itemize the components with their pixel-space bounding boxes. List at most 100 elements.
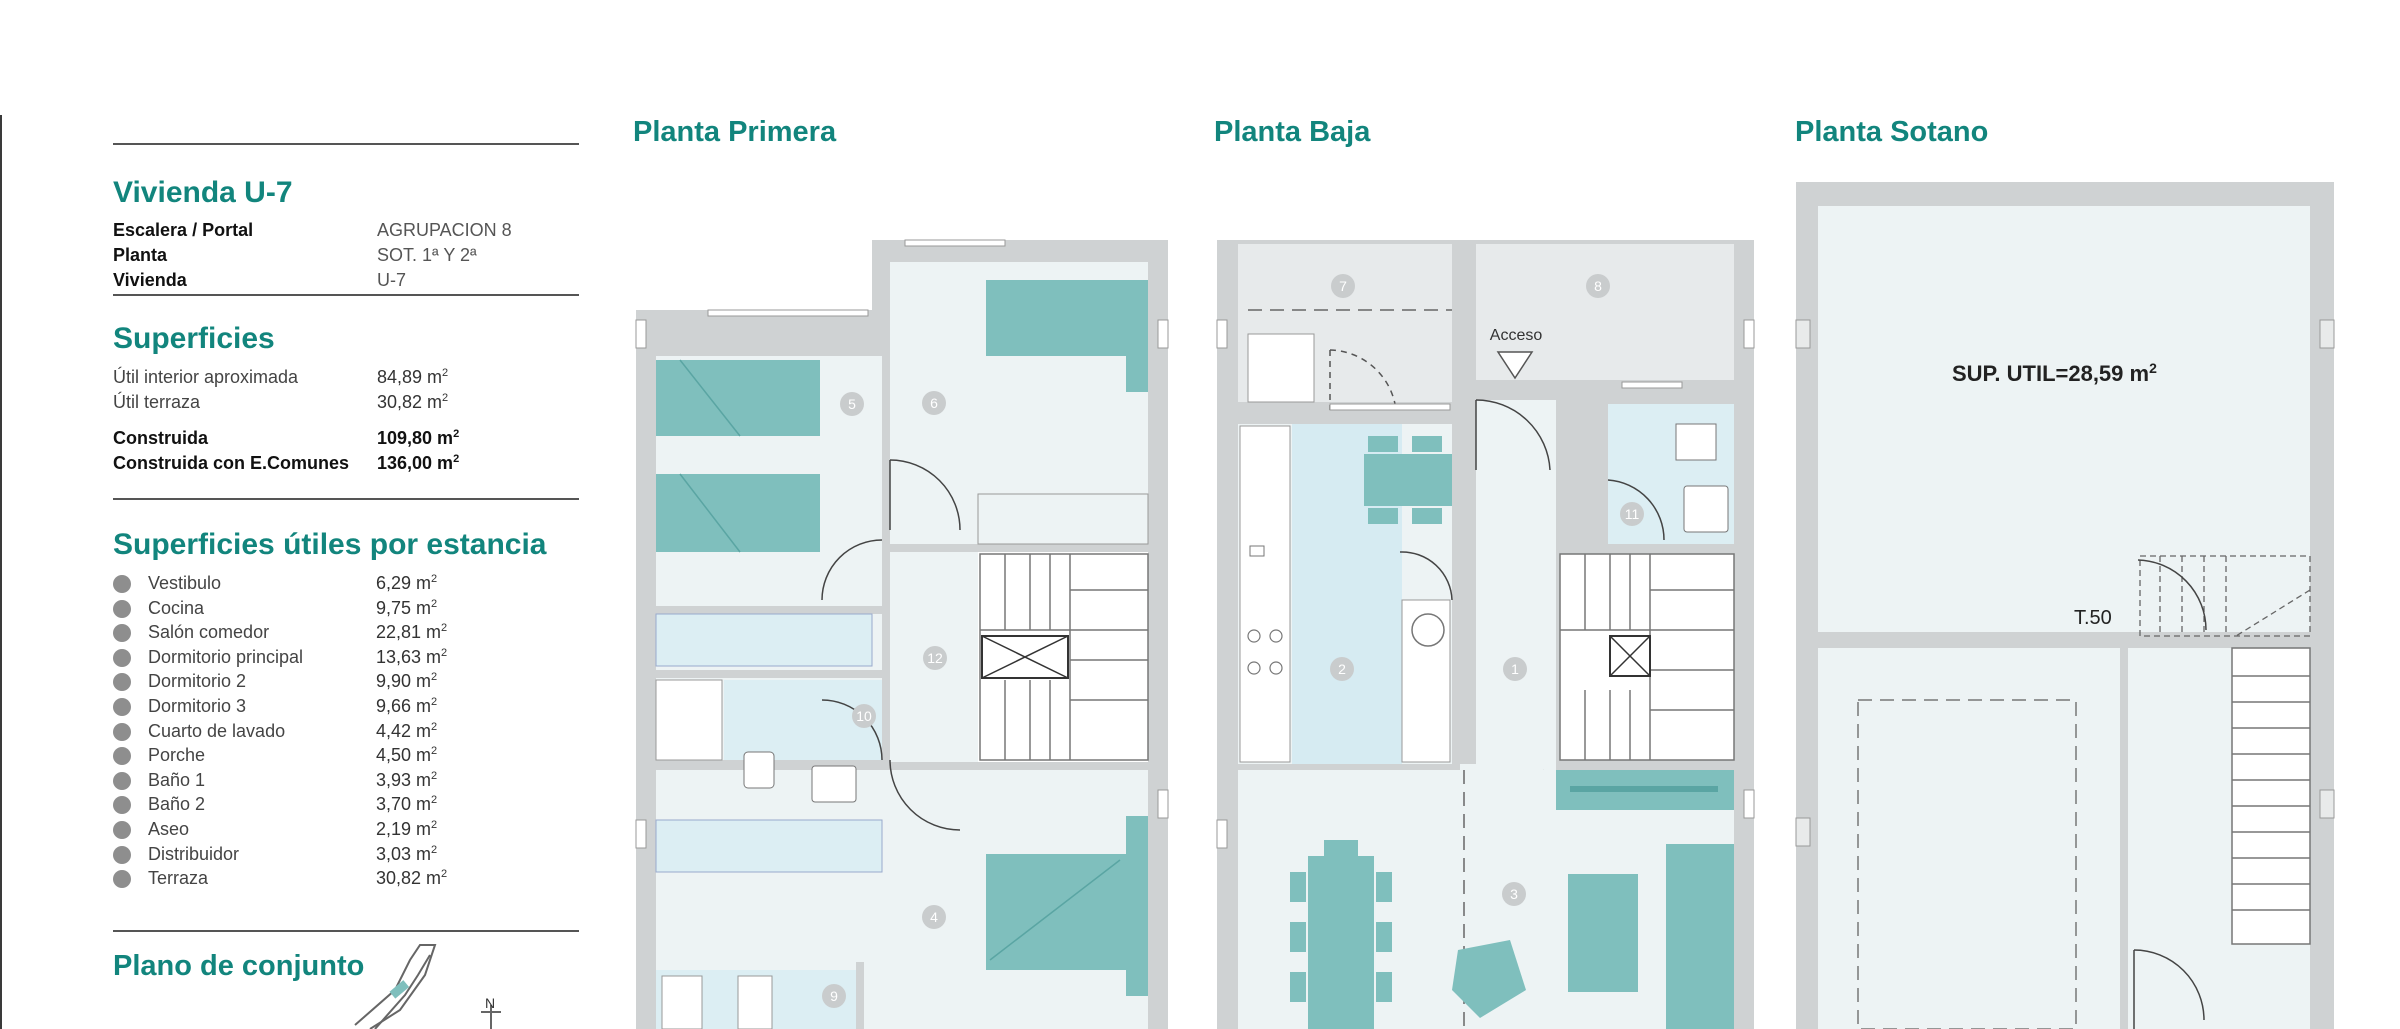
room-name: Porche bbox=[148, 745, 206, 766]
room-name: Dormitorio 2 bbox=[148, 671, 247, 692]
room-row: Vestibulo 6,29 m2 bbox=[113, 573, 579, 597]
top-divider bbox=[113, 143, 579, 145]
room-number-dot bbox=[113, 624, 131, 643]
room-area: 30,82 m2 bbox=[376, 868, 448, 889]
spec-value: U-7 bbox=[377, 270, 407, 290]
plan-title-sotano: Planta Sotano bbox=[1795, 116, 1989, 148]
room-name: Aseo bbox=[148, 819, 190, 839]
plan-primera bbox=[635, 239, 1169, 1029]
site-plan-thumbnail bbox=[354, 944, 501, 1029]
surface-label: Construida bbox=[113, 428, 209, 448]
spec-label: Planta bbox=[113, 245, 168, 265]
north-label: N bbox=[485, 995, 495, 1011]
plan-baja bbox=[1216, 240, 1755, 1029]
room-row: Baño 1 3,93 m2 bbox=[113, 770, 579, 794]
room-number-dot bbox=[113, 845, 131, 864]
room-number-dot bbox=[113, 648, 131, 667]
room-number-dot bbox=[113, 673, 131, 692]
room-area: 9,90 m2 bbox=[376, 671, 438, 692]
room-name: Cuarto de lavado bbox=[148, 720, 286, 741]
room-name: Cocina bbox=[148, 597, 205, 618]
surface-row: Construida con E.Comunes 136,00 m2 bbox=[113, 453, 579, 477]
room-number-dot bbox=[113, 771, 131, 790]
spec-value: SOT. 1ª Y 2ª bbox=[377, 245, 477, 265]
room-name: Distribuidor bbox=[148, 843, 240, 864]
spec-label: Vivienda bbox=[113, 270, 187, 290]
rooms-divider bbox=[113, 930, 579, 932]
spec-value: AGRUPACION 8 bbox=[377, 220, 512, 240]
room-name: Baño 2 bbox=[148, 794, 206, 815]
surface-row: Útil terraza 30,82 m2 bbox=[113, 392, 579, 416]
room-number-dot bbox=[113, 599, 131, 618]
room-area: 9,66 m2 bbox=[376, 696, 438, 716]
room-number-dot bbox=[113, 796, 131, 815]
room-row: Terraza 30,82 m2 bbox=[113, 868, 579, 892]
room-area: 22,81 m2 bbox=[376, 622, 448, 643]
room-number-dot bbox=[113, 870, 131, 889]
access-label: Acceso bbox=[1490, 327, 1543, 344]
surfaces-divider bbox=[113, 498, 579, 500]
room-number-7: 7 bbox=[1339, 278, 1347, 294]
sotano-area-label: SUP. UTIL=28,59 m2 bbox=[1952, 360, 2157, 386]
room-area: 3,93 m2 bbox=[376, 769, 438, 790]
room-number-dot bbox=[113, 747, 131, 766]
room-area: 3,03 m2 bbox=[376, 843, 438, 864]
surface-value: 109,80 m2 bbox=[377, 428, 460, 448]
conjunto-title: Plano de conjunto bbox=[113, 950, 365, 982]
room-number-5: 5 bbox=[848, 396, 856, 412]
room-number-8: 8 bbox=[1594, 278, 1602, 294]
room-area: 2,19 m2 bbox=[376, 819, 438, 839]
spec-row-planta: Planta SOT. 1ª Y 2ª bbox=[113, 245, 579, 269]
room-name: Baño 1 bbox=[148, 769, 206, 790]
page-edge-line bbox=[0, 115, 2, 1029]
room-row: Salón comedor 22,81 m2 bbox=[113, 622, 579, 646]
spec-label: Escalera / Portal bbox=[113, 220, 254, 240]
room-name: Terraza bbox=[148, 868, 209, 889]
room-number-4: 4 bbox=[930, 909, 938, 925]
plan-title-baja: Planta Baja bbox=[1214, 116, 1371, 148]
room-number-dot bbox=[113, 575, 131, 593]
surface-value: 30,82 m2 bbox=[377, 392, 449, 412]
unit-title: Vivienda U-7 bbox=[113, 176, 293, 209]
room-area: 3,70 m2 bbox=[376, 794, 438, 815]
room-row: Dormitorio 2 9,90 m2 bbox=[113, 671, 579, 695]
surface-label: Útil interior aproximada bbox=[113, 367, 299, 387]
room-row: Porche 4,50 m2 bbox=[113, 745, 579, 769]
room-number-11: 11 bbox=[1625, 506, 1640, 522]
room-row: Distribuidor 3,03 m2 bbox=[113, 844, 579, 868]
surfaces-title: Superficies bbox=[113, 322, 275, 355]
plan-sotano bbox=[1795, 182, 2335, 1029]
room-number-12: 12 bbox=[927, 650, 943, 666]
room-number-3: 3 bbox=[1510, 886, 1518, 902]
room-row: Dormitorio principal 13,63 m2 bbox=[113, 647, 579, 671]
spec-row-escalera: Escalera / Portal AGRUPACION 8 bbox=[113, 220, 579, 244]
room-number-1: 1 bbox=[1511, 661, 1519, 677]
spec-row-vivienda: Vivienda U-7 bbox=[113, 270, 579, 294]
room-name: Salón comedor bbox=[148, 622, 270, 643]
room-area: 4,42 m2 bbox=[376, 720, 438, 741]
surface-value: 84,89 m2 bbox=[377, 367, 449, 387]
room-name: Dormitorio principal bbox=[148, 646, 304, 667]
room-area: 13,63 m2 bbox=[376, 646, 448, 667]
surface-label: Construida con E.Comunes bbox=[113, 453, 350, 473]
room-number-dot bbox=[113, 722, 131, 741]
room-row: Cocina 9,75 m2 bbox=[113, 598, 579, 622]
room-area: 4,50 m2 bbox=[376, 745, 438, 766]
room-number-10: 10 bbox=[856, 708, 872, 724]
surface-row: Útil interior aproximada 84,89 m2 bbox=[113, 367, 579, 391]
room-name: Vestibulo bbox=[148, 573, 222, 593]
room-number-dot bbox=[113, 821, 131, 839]
room-number-6: 6 bbox=[930, 395, 938, 411]
room-row: Cuarto de lavado 4,42 m2 bbox=[113, 721, 579, 745]
room-number-dot bbox=[113, 698, 131, 716]
surface-row: Construida 109,80 m2 bbox=[113, 428, 579, 452]
room-area: 6,29 m2 bbox=[376, 573, 438, 593]
room-area: 9,75 m2 bbox=[376, 597, 438, 618]
room-row: Aseo 2,19 m2 bbox=[113, 819, 579, 843]
surface-label: Útil terraza bbox=[113, 392, 201, 412]
room-row: Baño 2 3,70 m2 bbox=[113, 794, 579, 818]
plan-title-primera: Planta Primera bbox=[633, 116, 837, 148]
spec-divider bbox=[113, 294, 579, 296]
